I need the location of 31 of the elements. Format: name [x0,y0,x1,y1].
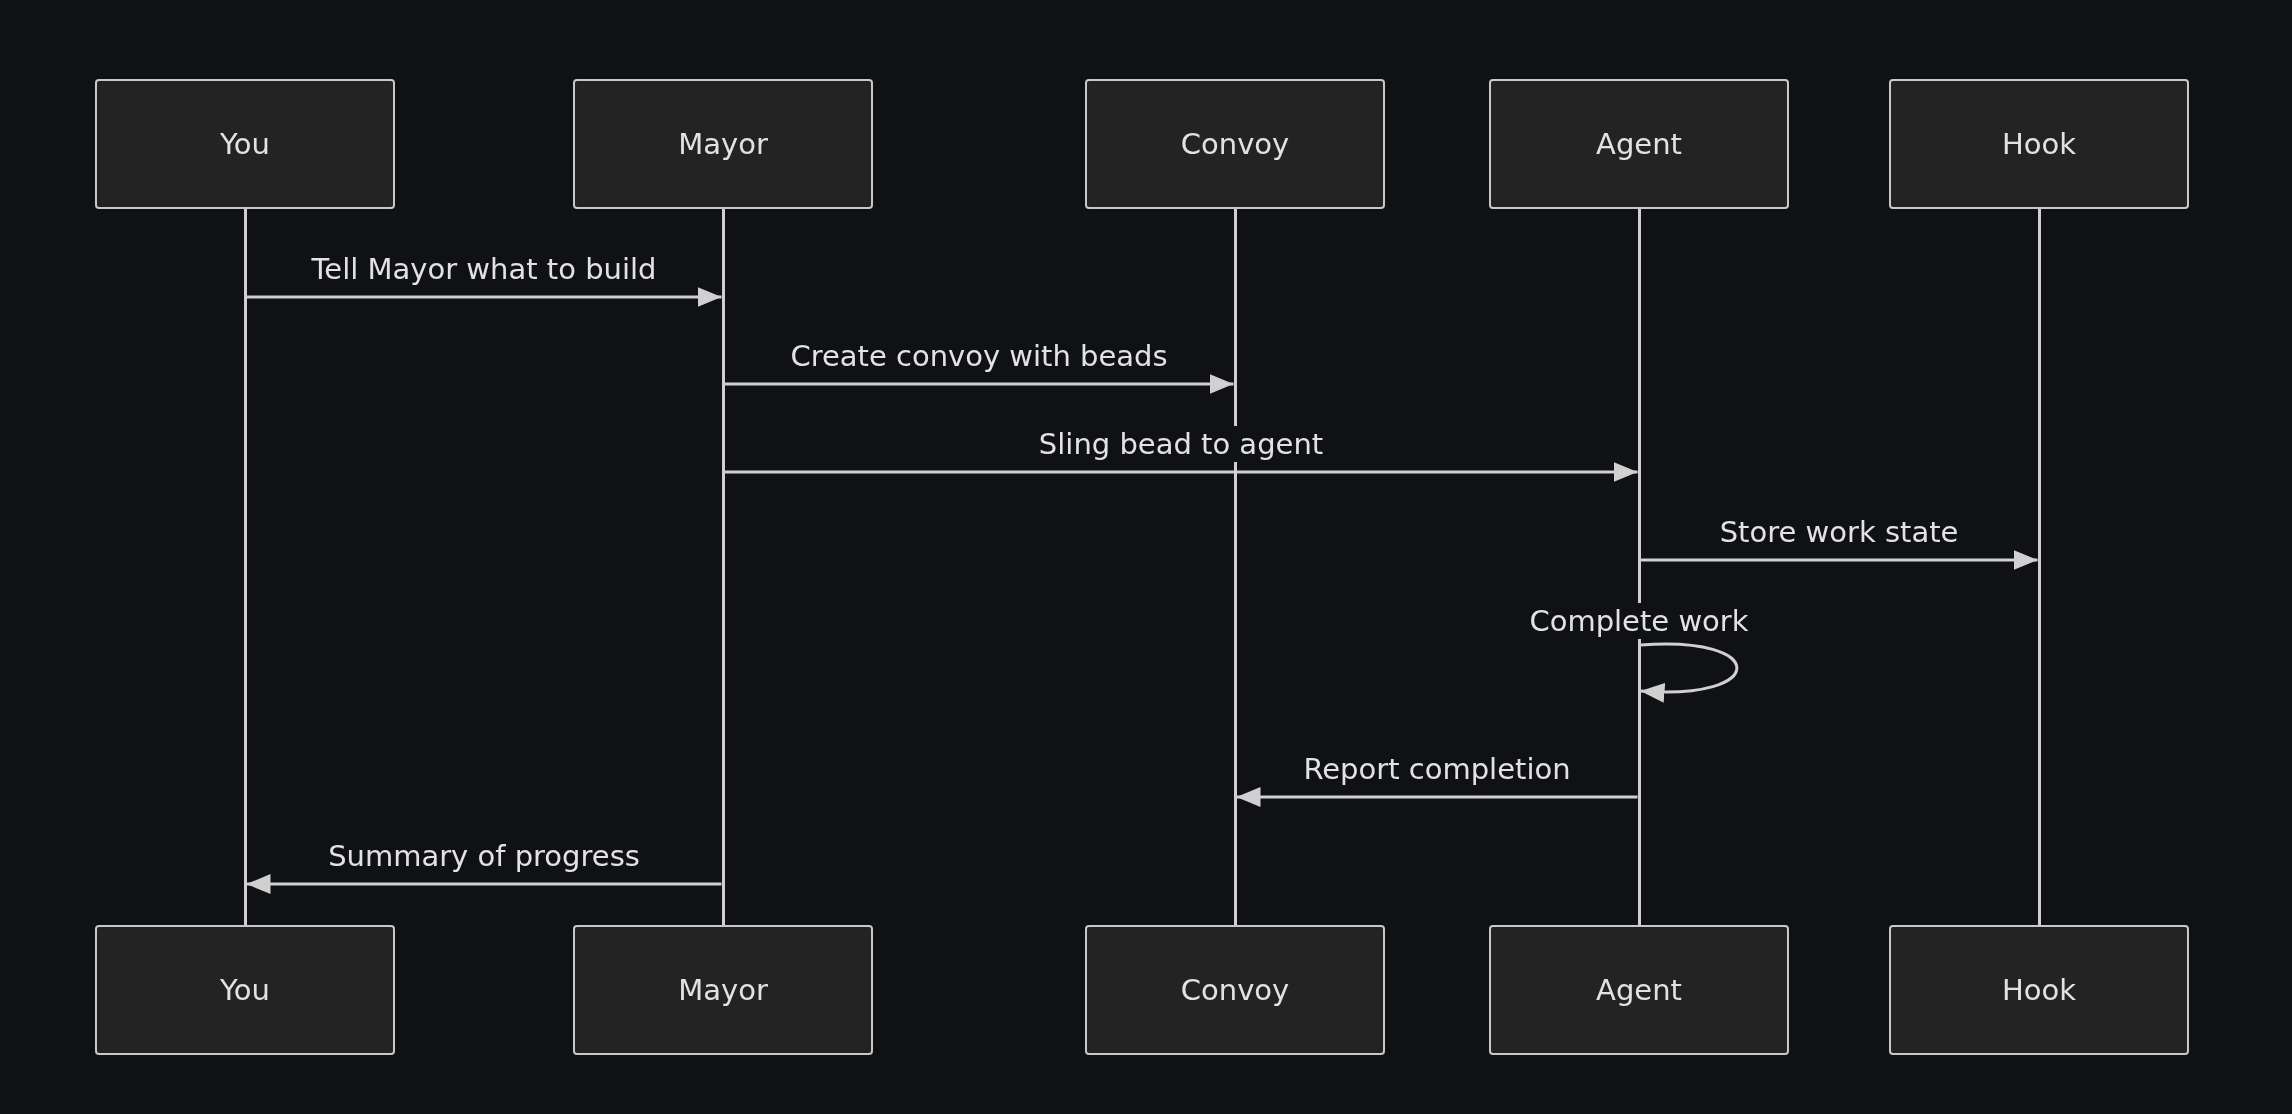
message-arrow [246,874,722,894]
participant-box [573,79,873,209]
lifeline [243,209,247,925]
participant-name: Hook [2001,973,2077,1007]
lifeline [1233,209,1237,925]
message-arrow [1640,550,2038,570]
message-arrow [246,287,722,307]
message-arrow [1236,787,1638,807]
participant-name: Convoy [1180,973,1290,1007]
self-message-arrow [1640,642,1739,702]
participant-name: Hook [2001,127,2077,161]
participant-name: Agent [1596,127,1682,161]
participant-name: Agent [1596,973,1682,1007]
participant-name: Mayor [678,973,768,1007]
participant-box [1085,925,1385,1055]
participant-box [1085,79,1385,209]
participant-name: You [220,973,270,1007]
lifeline [2037,209,2041,925]
participant-box [1489,925,1789,1055]
message-arrow [724,374,1234,394]
participant-box [95,79,395,209]
participant-name: Convoy [1180,127,1290,161]
participant-name: Mayor [678,127,768,161]
participant-box [1889,925,2189,1055]
participant-box [573,925,873,1055]
participant-name: You [220,127,270,161]
lifeline [721,209,725,925]
participant-box [1889,79,2189,209]
participant-box [95,925,395,1055]
message-arrow [724,462,1638,482]
participant-box [1489,79,1789,209]
